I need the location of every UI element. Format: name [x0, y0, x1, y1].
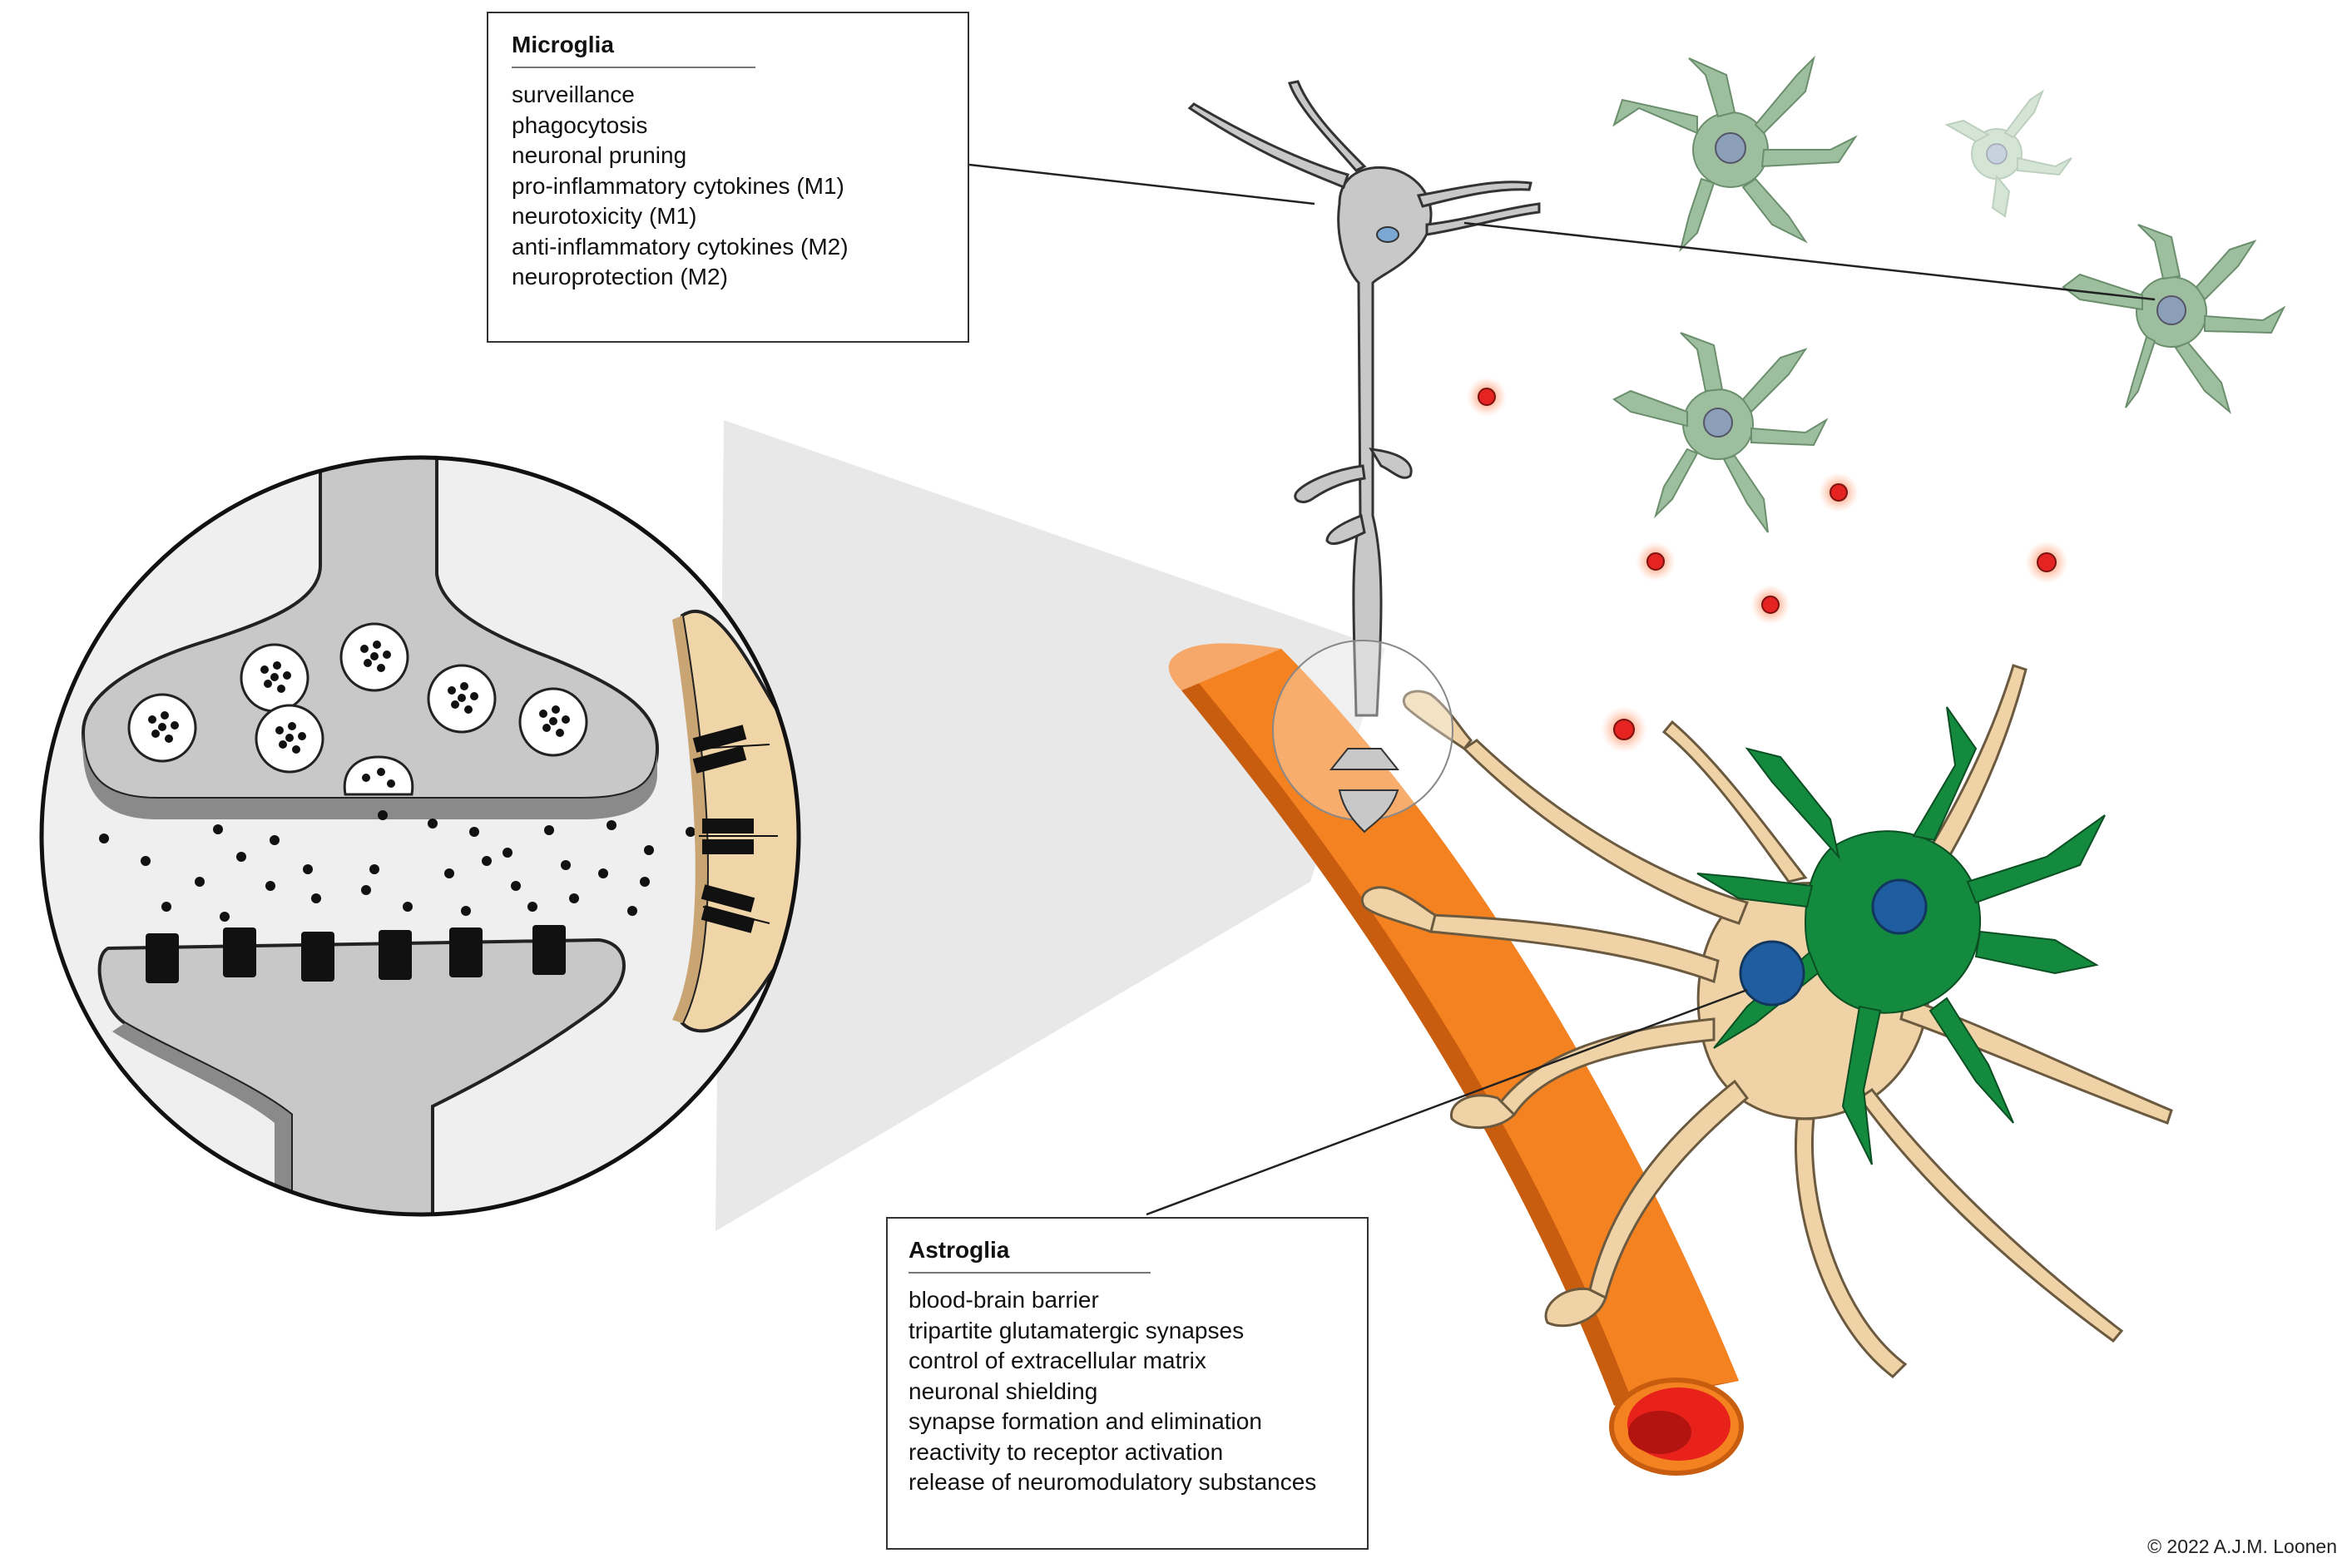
astrocyte-tan-nucleus — [1739, 940, 1805, 1007]
astrocyte-green-nucleus — [1871, 878, 1928, 935]
list-item: tripartite glutamatergic synapses — [909, 1317, 1245, 1343]
receptors — [146, 925, 566, 983]
blood-vessel — [1168, 643, 1744, 1476]
list-item: neuronal pruning — [512, 142, 687, 168]
microglia-pointer-line — [968, 163, 1315, 205]
astroglia-info-box: Astroglia blood-brain barrier tripartite… — [886, 1217, 1369, 1550]
list-item: neurotoxicity (M1) — [512, 203, 697, 229]
microglia-cell — [1612, 55, 1858, 253]
list-item: phagocytosis — [512, 111, 648, 138]
list-item: synapse formation and elimination — [909, 1408, 1262, 1434]
list-item: pro-inflammatory cytokines (M1) — [512, 172, 844, 199]
microglia-cell — [1612, 332, 1829, 533]
astroglia-function-list: blood-brain barrier tripartite glutamate… — [909, 1285, 1346, 1498]
microglia-cell — [2062, 224, 2286, 414]
list-item: release of neuromodulatory substances — [909, 1469, 1317, 1495]
microglia-function-list: surveillance phagocytosis neuronal pruni… — [512, 80, 944, 293]
microglia-cell — [1944, 89, 2072, 218]
microglia-pointer-line — [1463, 221, 2156, 301]
list-item: surveillance — [512, 82, 635, 107]
list-item: blood-brain barrier — [909, 1287, 1099, 1313]
synaptic-vesicles — [127, 622, 588, 774]
zoom-cone — [715, 420, 1385, 1231]
neurotransmitter-molecules — [99, 810, 716, 922]
microglia-info-box: Microglia surveillance phagocytosis neur… — [487, 12, 969, 343]
microglia-title: Microglia — [512, 32, 755, 68]
astroglia-pointer-line — [1146, 988, 1748, 1216]
synapse-zoom — [39, 455, 801, 1217]
astroglia-title: Astroglia — [909, 1237, 1151, 1274]
copyright-notice: © 2022 A.J.M. Loonen — [2147, 1536, 2337, 1557]
list-item: control of extracellular matrix — [909, 1348, 1206, 1373]
neuron — [1187, 80, 1541, 717]
list-item: neuroprotection (M2) — [512, 264, 728, 289]
list-item: anti-inflammatory cytokines (M2) — [512, 233, 849, 260]
neuron-nucleus — [1376, 226, 1399, 243]
list-item: reactivity to receptor activation — [909, 1438, 1224, 1465]
list-item: neuronal shielding — [909, 1378, 1098, 1404]
transporters — [692, 725, 778, 933]
cytokine-particles — [1467, 377, 2068, 753]
postsynaptic-terminal-bottom — [97, 937, 626, 1214]
